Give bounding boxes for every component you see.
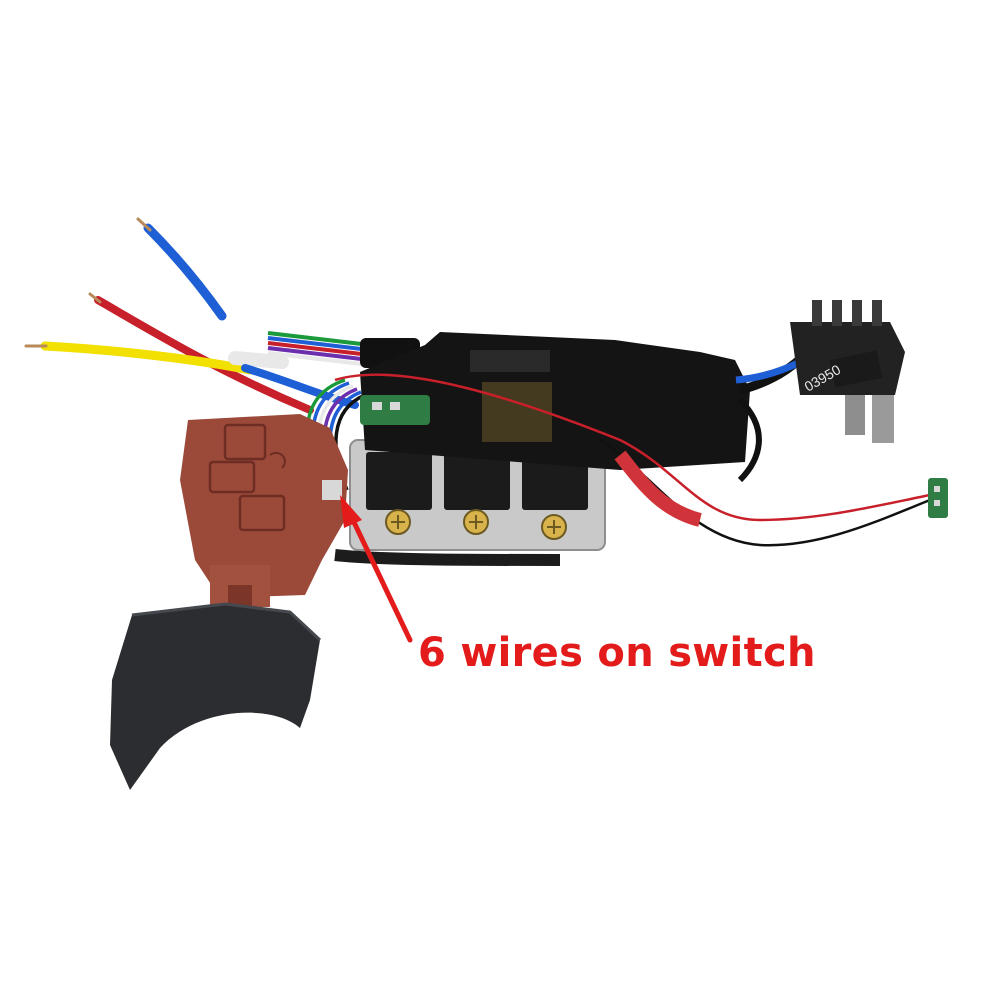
red-wire-tip	[88, 292, 102, 304]
annotation-caption: 6 wires on switch	[418, 630, 816, 676]
blue-wire	[143, 223, 227, 321]
blue-wire-tip	[136, 217, 152, 232]
white-sleeve	[228, 351, 289, 369]
heatsink	[349, 439, 606, 551]
red-wire	[94, 296, 314, 414]
battery-terminal-block: 03950	[790, 300, 905, 443]
sensor-board	[928, 478, 948, 518]
trigger-switch	[180, 414, 348, 607]
annotation-arrow	[340, 495, 413, 643]
trigger-paddle	[110, 604, 320, 790]
yellow-wire	[40, 341, 255, 375]
controller-housing	[360, 332, 750, 470]
bottom-cable	[334, 549, 561, 566]
